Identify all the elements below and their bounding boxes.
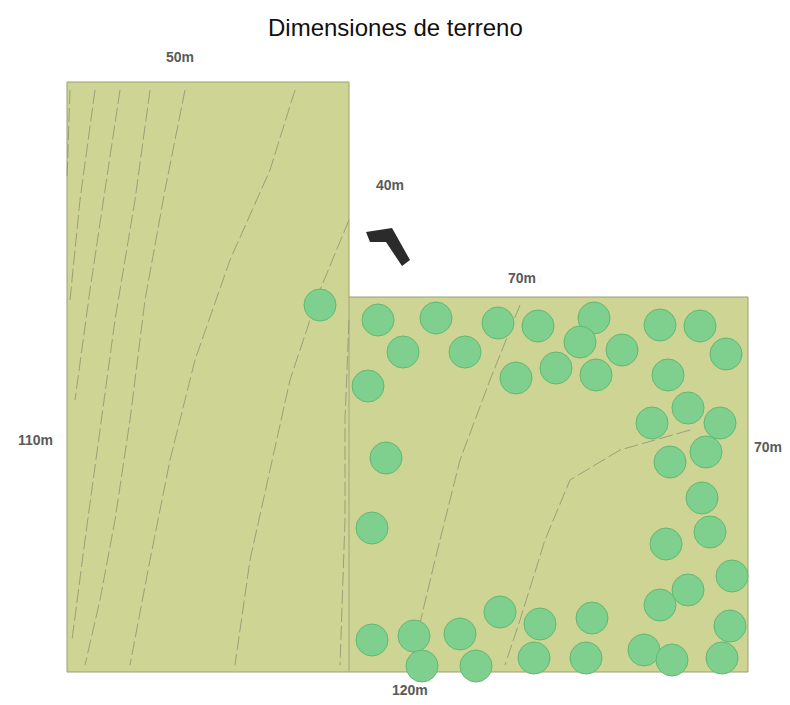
land-parcel bbox=[67, 82, 748, 672]
tree bbox=[684, 310, 716, 342]
tree bbox=[387, 336, 419, 368]
tree bbox=[710, 338, 742, 370]
tree bbox=[704, 407, 736, 439]
tree bbox=[652, 359, 684, 391]
tree bbox=[500, 362, 532, 394]
tree bbox=[644, 589, 676, 621]
tree bbox=[356, 512, 388, 544]
tree bbox=[570, 642, 602, 674]
tree bbox=[636, 407, 668, 439]
tree bbox=[362, 304, 394, 336]
tree bbox=[690, 436, 722, 468]
tree bbox=[628, 634, 660, 666]
tree bbox=[304, 289, 336, 321]
tree bbox=[540, 352, 572, 384]
tree bbox=[716, 560, 748, 592]
dimension-label: 50m bbox=[166, 49, 194, 65]
tree bbox=[580, 359, 612, 391]
tree bbox=[460, 650, 492, 682]
tree bbox=[356, 624, 388, 656]
tree bbox=[352, 370, 384, 402]
dimension-label: 120m bbox=[392, 682, 428, 698]
north-arrow bbox=[366, 228, 410, 266]
tree bbox=[518, 642, 550, 674]
dimension-label: 70m bbox=[508, 270, 536, 286]
tree bbox=[406, 650, 438, 682]
tree bbox=[672, 574, 704, 606]
tree bbox=[644, 309, 676, 341]
dimension-label: 70m bbox=[754, 439, 782, 455]
contour-lines bbox=[67, 90, 690, 665]
tree bbox=[650, 528, 682, 560]
tree bbox=[606, 334, 638, 366]
tree bbox=[449, 336, 481, 368]
tree bbox=[420, 302, 452, 334]
tree bbox=[672, 392, 704, 424]
tree bbox=[654, 446, 686, 478]
dimension-label: 40m bbox=[376, 177, 404, 193]
tree bbox=[686, 482, 718, 514]
tree bbox=[656, 644, 688, 676]
tree bbox=[564, 326, 596, 358]
tree bbox=[484, 596, 516, 628]
tree bbox=[706, 642, 738, 674]
tree bbox=[694, 516, 726, 548]
tree bbox=[524, 608, 556, 640]
tree bbox=[444, 618, 476, 650]
map-title: Dimensiones de terreno bbox=[268, 14, 523, 42]
tree-group bbox=[304, 289, 748, 682]
tree bbox=[576, 602, 608, 634]
dimension-label: 110m bbox=[18, 432, 53, 448]
parcel-division bbox=[348, 297, 349, 672]
tree bbox=[482, 307, 514, 339]
tree bbox=[370, 442, 402, 474]
tree bbox=[398, 620, 430, 652]
tree bbox=[714, 610, 746, 642]
tree bbox=[522, 310, 554, 342]
